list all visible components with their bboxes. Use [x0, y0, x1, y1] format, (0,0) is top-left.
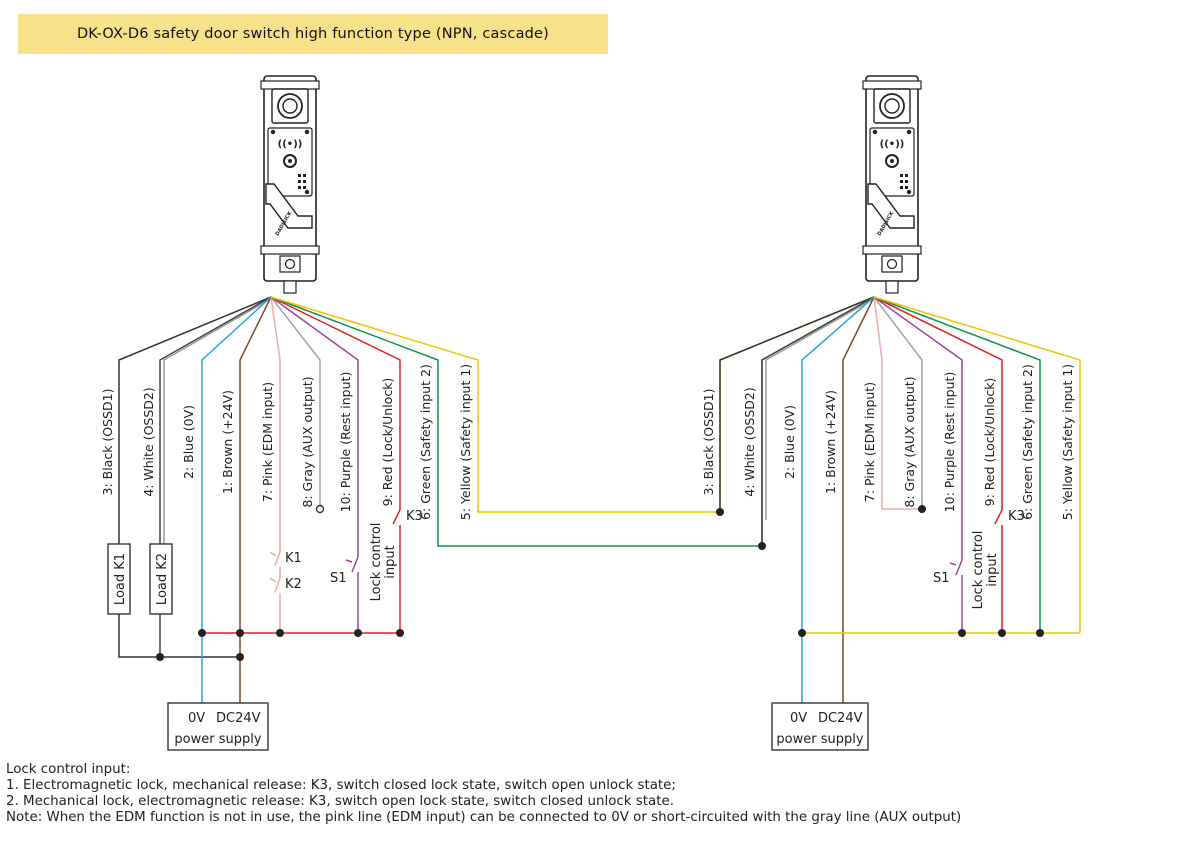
power-supply-label-left: power supply [174, 732, 261, 747]
lock-control-label-left-2: input [383, 545, 398, 578]
lock-control-label-right-2: input [985, 553, 1000, 586]
k3-switch-right [994, 509, 1003, 525]
wire-label-gray-right: 8: Gray (AUX output) [902, 376, 917, 507]
switch-device-left [260, 75, 320, 294]
power-0v-label-left: 0V [188, 711, 205, 726]
wire-label-pink-right: 7: Pink (EDM input) [862, 382, 877, 502]
wire-label-yellow-right: 5: Yellow (Safety input 1) [1060, 364, 1075, 520]
k2-contact [269, 577, 281, 593]
wire-label-red-left: 9: Red (Lock/Unlock) [380, 378, 395, 507]
s1-switch-right [949, 559, 963, 576]
junction-dots-right [716, 505, 1044, 637]
s1-label-right: S1 [933, 571, 950, 586]
wire-label-brown-left: 1: Brown (+24V) [220, 390, 235, 494]
lock-control-label-right-1: Lock control [971, 531, 986, 610]
wire-label-black-right: 3: Black (OSSD1) [701, 389, 716, 496]
wire-labels-right: 3: Black (OSSD1) 4: White (OSSD2) 2: Blu… [701, 364, 1075, 520]
notes-block: Lock control input: 1. Electromagnetic l… [6, 762, 1186, 826]
note-line-3: Note: When the EDM function is not in us… [6, 810, 962, 825]
s1-label-left: S1 [330, 571, 347, 586]
k3-label-right: K3 [1008, 509, 1025, 524]
wire-label-pink-left: 7: Pink (EDM input) [260, 382, 275, 502]
switch-device-right [862, 75, 922, 294]
diagram-title: DK-OX-D6 safety door switch high functio… [76, 26, 550, 42]
wire-label-brown-right: 1: Brown (+24V) [823, 390, 838, 494]
wire-label-purple-right: 10: Purple (Rest input) [942, 372, 957, 513]
junction-dots-left [156, 629, 404, 661]
wire-label-blue-right: 2: Blue (0V) [782, 405, 797, 479]
aux-output-terminal-left [315, 504, 325, 514]
k1-label: K1 [285, 551, 302, 566]
k2-label: K2 [285, 577, 302, 592]
k3-switch-left [392, 509, 401, 525]
note-line-1: 1. Electromagnetic lock, mechanical rele… [6, 778, 676, 793]
wire-label-purple-left: 10: Purple (Rest input) [338, 372, 353, 513]
title-banner: DK-OX-D6 safety door switch high functio… [18, 14, 608, 54]
power-supply-box-right [771, 702, 869, 751]
s1-switch-left [345, 556, 359, 573]
power-supply-label-right: power supply [776, 732, 863, 747]
k3-label-left: K3 [406, 509, 423, 524]
wire-label-black-left: 3: Black (OSSD1) [100, 389, 115, 496]
power-dc24-label-left: DC24V [216, 711, 261, 726]
wire-label-white-left: 4: White (OSSD2) [141, 387, 156, 497]
load-k2-box [149, 543, 173, 615]
wire-label-blue-left: 2: Blue (0V) [181, 405, 196, 479]
note-line-2: 2. Mechanical lock, electromagnetic rele… [6, 794, 674, 809]
load-k1-label: Load K1 [113, 553, 128, 605]
notes-heading: Lock control input: [6, 762, 131, 777]
power-dc24-label-right: DC24V [818, 711, 863, 726]
load-k2-label: Load K2 [155, 553, 170, 605]
power-supply-box-left [167, 702, 269, 751]
wire-label-white-right: 4: White (OSSD2) [742, 387, 757, 497]
lock-control-label-left-1: Lock control [369, 523, 384, 602]
wires-right [719, 296, 1081, 705]
wire-label-gray-left: 8: Gray (AUX output) [300, 376, 315, 507]
load-k1-box [107, 543, 131, 615]
wire-label-green-left: 6: Green (Safety input 2) [418, 364, 433, 520]
wire-label-yellow-left: 5: Yellow (Safety input 1) [458, 364, 473, 520]
wires-left [118, 296, 875, 705]
k1-contact [269, 551, 281, 567]
power-0v-label-right: 0V [790, 711, 807, 726]
wire-label-green-right: 6: Green (Safety input 2) [1020, 364, 1035, 520]
wire-label-red-right: 9: Red (Lock/Unlock) [982, 378, 997, 507]
wire-labels-left: 3: Black (OSSD1) 4: White (OSSD2) 2: Blu… [100, 364, 473, 520]
